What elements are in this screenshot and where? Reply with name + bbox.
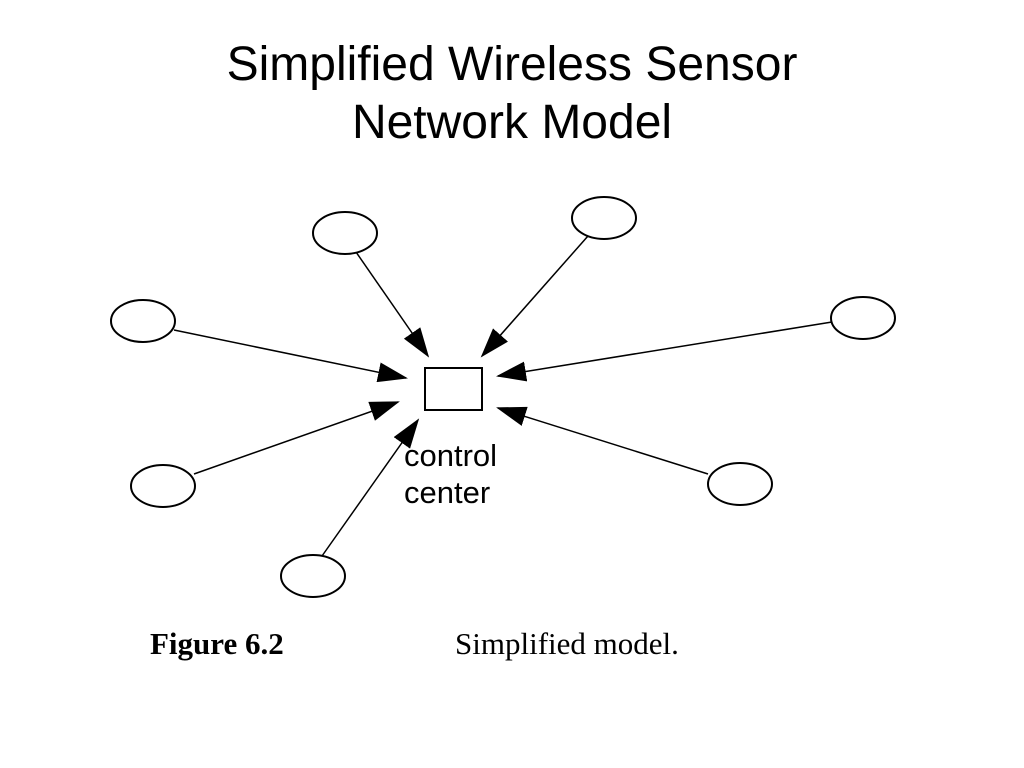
figure-caption-text: Simplified model. — [455, 626, 679, 661]
link-node-lower-left — [193, 401, 400, 475]
control-center-label-line-1: control — [404, 438, 497, 473]
sensor-node-top-right — [571, 196, 637, 240]
slide-title-line-2: Network Model — [351, 96, 673, 149]
link-node-top-left — [355, 251, 430, 358]
slide-title: Simplified Wireless Sensor Network Model — [0, 36, 1024, 152]
sensor-node-left — [110, 299, 176, 343]
control-center-node — [424, 367, 483, 411]
sensor-node-lower-left — [130, 464, 196, 508]
sensor-node-lower-right — [707, 462, 773, 506]
link-node-left — [173, 329, 408, 383]
link-node-bottom — [321, 418, 420, 557]
link-node-top-right — [480, 235, 589, 358]
link-node-lower-right — [496, 406, 709, 475]
figure-caption-number: Figure 6.2 — [150, 626, 284, 661]
sensor-node-top-left — [312, 211, 378, 255]
sensor-node-right — [830, 296, 896, 340]
sensor-node-bottom — [280, 554, 346, 598]
link-node-right — [496, 321, 833, 382]
control-center-label-line-2: center — [404, 475, 490, 510]
slide-title-line-1: Simplified Wireless Sensor — [226, 38, 798, 91]
